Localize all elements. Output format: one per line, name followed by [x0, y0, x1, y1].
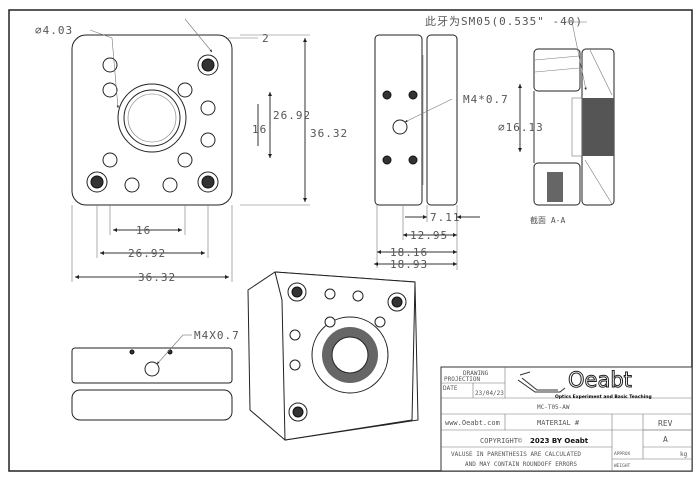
diameter-label: ∅4.03: [35, 24, 73, 37]
section-view: ∅16.13 此牙为SM05(0.535" -40) 截面 A-A: [425, 15, 615, 225]
note-line-1: VALUSE IN PARENTHESIS ARE CALCULATED: [451, 451, 581, 458]
bottom-thread-label: M4X0.7: [194, 329, 240, 342]
side-dim-1: 7.11: [430, 211, 461, 224]
part-number: MC-T05-AW: [537, 404, 570, 411]
width-inner-label: 26.92: [128, 247, 166, 260]
drawing-border: [8, 9, 693, 472]
date-value: 23/04/23: [475, 390, 504, 397]
side-thread-label: M4*0.7: [463, 93, 509, 106]
side-dim-3: 18.16: [390, 246, 428, 259]
logo-text: Oeabt: [568, 368, 632, 392]
width-outer-label: 36.32: [138, 271, 176, 284]
title-block: DRAWING PROJECTION DATE 23/04/23 Oeabt O…: [440, 366, 693, 472]
logo-tagline: Optics Experiment and Basic Teaching: [555, 394, 652, 400]
corner-dim-label: 2: [262, 32, 270, 45]
thread-note: 此牙为SM05(0.535" -40): [425, 15, 583, 28]
copyright-main: 2023 BY Oeabt: [530, 437, 589, 445]
approx-label: APPROX: [614, 451, 631, 457]
logo-mark: [517, 371, 566, 393]
side-view: M4*0.7 7.11 12.95 18.16 18.93: [374, 34, 509, 271]
front-view: ∅4.03 2 36.32 26.92 16 16 26.92 36.32: [35, 18, 348, 284]
side-dim-4: 18.93: [390, 258, 428, 271]
website: www.Oeabt.com: [445, 419, 500, 427]
height-small-label: 16: [252, 123, 267, 136]
note-line-2: AND MAY CONTAIN ROUNDOFF ERRORS: [465, 461, 577, 468]
weight-label: WEIGHT: [614, 463, 631, 469]
section-caption: 截面 A-A: [530, 215, 565, 225]
projection-label: PROJECTION: [444, 376, 481, 383]
rev-value: A: [663, 435, 668, 444]
isometric-view: [247, 271, 419, 441]
width-small-label: 16: [136, 224, 151, 237]
rev-label: REV: [658, 419, 673, 428]
copyright-prefix: COPYRIGHT©: [480, 437, 523, 445]
date-label: DATE: [443, 385, 458, 392]
drawing-label: DRAWING: [463, 370, 489, 377]
height-outer-label: 36.32: [310, 127, 348, 140]
height-inner-label: 26.92: [273, 109, 311, 122]
side-dim-2: 12.95: [410, 229, 448, 242]
material-label: MATERIAL #: [537, 419, 580, 427]
weight-unit: kg: [680, 451, 688, 458]
bottom-view: M4X0.7: [71, 329, 240, 421]
bore-diameter-label: ∅16.13: [498, 121, 544, 134]
